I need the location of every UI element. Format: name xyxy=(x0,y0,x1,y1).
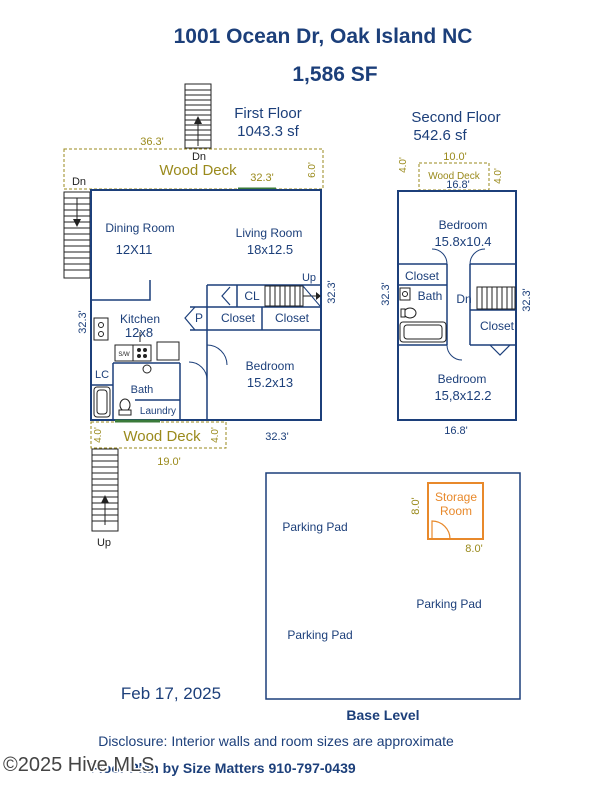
plan-date: Feb 17, 2025 xyxy=(121,684,221,703)
sf-deck-width: 10.0' xyxy=(443,151,467,163)
sf-deck-depth-left: 4.0' xyxy=(398,157,409,173)
hive-mls-watermark: ©2025 Hive MLS xyxy=(3,754,154,776)
wood-deck-top-label: Wood Deck xyxy=(159,162,237,179)
deck-bottom-width: 19.0' xyxy=(157,456,181,468)
stair-left xyxy=(63,191,91,279)
bedroom-size: 15.2x13 xyxy=(247,375,293,390)
pantry-door xyxy=(184,306,196,331)
kitchen-size: 12x8 xyxy=(125,325,153,340)
stair-interior xyxy=(264,285,321,307)
sf-bedroom1-door-b xyxy=(469,248,486,265)
storage-dim-bottom: 8.0' xyxy=(465,543,482,555)
total-sf: 1,586 SF xyxy=(292,63,377,86)
first-floor-walls xyxy=(91,280,321,420)
deck-top-depth: 6.0' xyxy=(307,162,318,178)
storage-line2: Room xyxy=(440,504,472,518)
second-floor-sf: 542.6 sf xyxy=(413,127,467,144)
sf-bedroom1-name: Bedroom xyxy=(439,218,488,232)
living-room-name: Living Room xyxy=(236,226,303,240)
storage-line1: Storage xyxy=(435,490,477,504)
address-title: 1001 Ocean Dr, Oak Island NC xyxy=(174,25,473,48)
sf-dim-top: 16.8' xyxy=(446,179,470,191)
bedroom-name: Bedroom xyxy=(246,359,295,373)
sf-closet-b: Closet xyxy=(480,319,515,333)
first-floor-title: First Floor xyxy=(234,105,302,122)
cl-door xyxy=(221,286,231,306)
sf-dn-label: Dn xyxy=(456,292,471,306)
parking-pad-2: Parking Pad xyxy=(416,597,481,611)
dim-left-ff: 32.3' xyxy=(77,310,89,334)
stair-top xyxy=(184,83,212,149)
sf-bath-fixtures xyxy=(399,287,447,343)
first-floor-outline xyxy=(90,189,322,421)
sw-label: S/W xyxy=(118,352,130,358)
sf-dim-bottom: 16.8' xyxy=(444,425,468,437)
sf-closet-a: Closet xyxy=(405,269,440,283)
sf-bedroom2-door xyxy=(446,344,463,361)
deck-bottom-depth-right: 4.0' xyxy=(210,427,221,443)
storage-dim-side: 8.0' xyxy=(410,497,422,514)
storage-door-arc xyxy=(431,520,451,540)
base-level-outline xyxy=(265,472,521,700)
deck-bottom-depth-left: 4.0' xyxy=(93,427,104,443)
sf-dim-left: 32.3' xyxy=(380,282,392,306)
parking-pad-3: Parking Pad xyxy=(287,628,352,642)
wood-deck-top xyxy=(63,148,324,190)
sf-bedroom2-name: Bedroom xyxy=(438,372,487,386)
sf-bath-label: Bath xyxy=(418,289,443,303)
bath-label: Bath xyxy=(131,384,154,396)
sf-deck-label: Wood Deck xyxy=(428,171,481,182)
sf-bedroom2-size: 15,8x12.2 xyxy=(434,388,491,403)
dim-right-ff: 32.3' xyxy=(326,280,338,304)
bedroom-door-arc xyxy=(206,344,228,366)
disclosure-text: Disclosure: Interior walls and room size… xyxy=(98,733,454,749)
bath-fixtures xyxy=(93,386,132,418)
kitchen-name: Kitchen xyxy=(120,312,160,326)
dim-bottom-ff: 32.3' xyxy=(265,431,289,443)
lc-label: LC xyxy=(95,369,109,381)
stair-bottom-label: Up xyxy=(97,537,111,549)
stair-left-label: Dn xyxy=(72,176,86,188)
dining-room-name: Dining Room xyxy=(105,221,174,235)
hive-mls-watermark-fill: ©2025 Hive MLS xyxy=(3,754,154,776)
stair-bottom xyxy=(91,448,119,532)
kitchen-fixtures xyxy=(93,317,180,374)
dining-room-size: 12X11 xyxy=(116,242,153,257)
second-floor-title: Second Floor xyxy=(411,109,500,126)
first-floor-plan: First Floor 1043.3 sf Dn 36.3' Wood Deck… xyxy=(63,83,338,549)
first-floor-sf: 1043.3 sf xyxy=(237,123,300,140)
deck-top-width: 32.3' xyxy=(250,172,274,184)
stair-top-label: Dn xyxy=(192,151,206,163)
sf-dim-right: 32.3' xyxy=(521,288,533,312)
sf-bedroom1-size: 15.8x10.4 xyxy=(434,234,491,249)
closet2-label: Closet xyxy=(275,311,310,325)
closet1-label: Closet xyxy=(221,311,256,325)
sf-stair xyxy=(476,286,516,310)
second-floor-outline xyxy=(397,190,517,421)
dim-top-36: 36.3' xyxy=(140,136,164,148)
laundry-label: Laundry xyxy=(140,406,176,417)
second-floor-plan: Second Floor 542.6 sf 10.0' Wood Deck 4.… xyxy=(380,109,533,437)
sf-bedroom1-door xyxy=(431,248,448,265)
sf-closet-door xyxy=(489,344,511,356)
stair-interior-label: Up xyxy=(302,272,316,284)
parking-pad-1: Parking Pad xyxy=(282,520,347,534)
living-room-size: 18x12.5 xyxy=(247,242,293,257)
pantry-label: P xyxy=(195,311,203,325)
second-floor-walls xyxy=(398,263,516,346)
storage-room xyxy=(427,482,484,540)
kitchen-door-arc xyxy=(188,361,208,381)
base-level-plan: Parking Pad Parking Pad Parking Pad Stor… xyxy=(265,472,521,723)
cl-label: CL xyxy=(244,289,260,303)
floor-plan-credit: Floor Plan by Size Matters 910-797-0439 xyxy=(90,760,356,776)
sf-deck-depth-right: 4.0' xyxy=(493,168,504,184)
base-level-title: Base Level xyxy=(346,707,419,723)
wood-deck-bottom-label: Wood Deck xyxy=(123,428,201,445)
